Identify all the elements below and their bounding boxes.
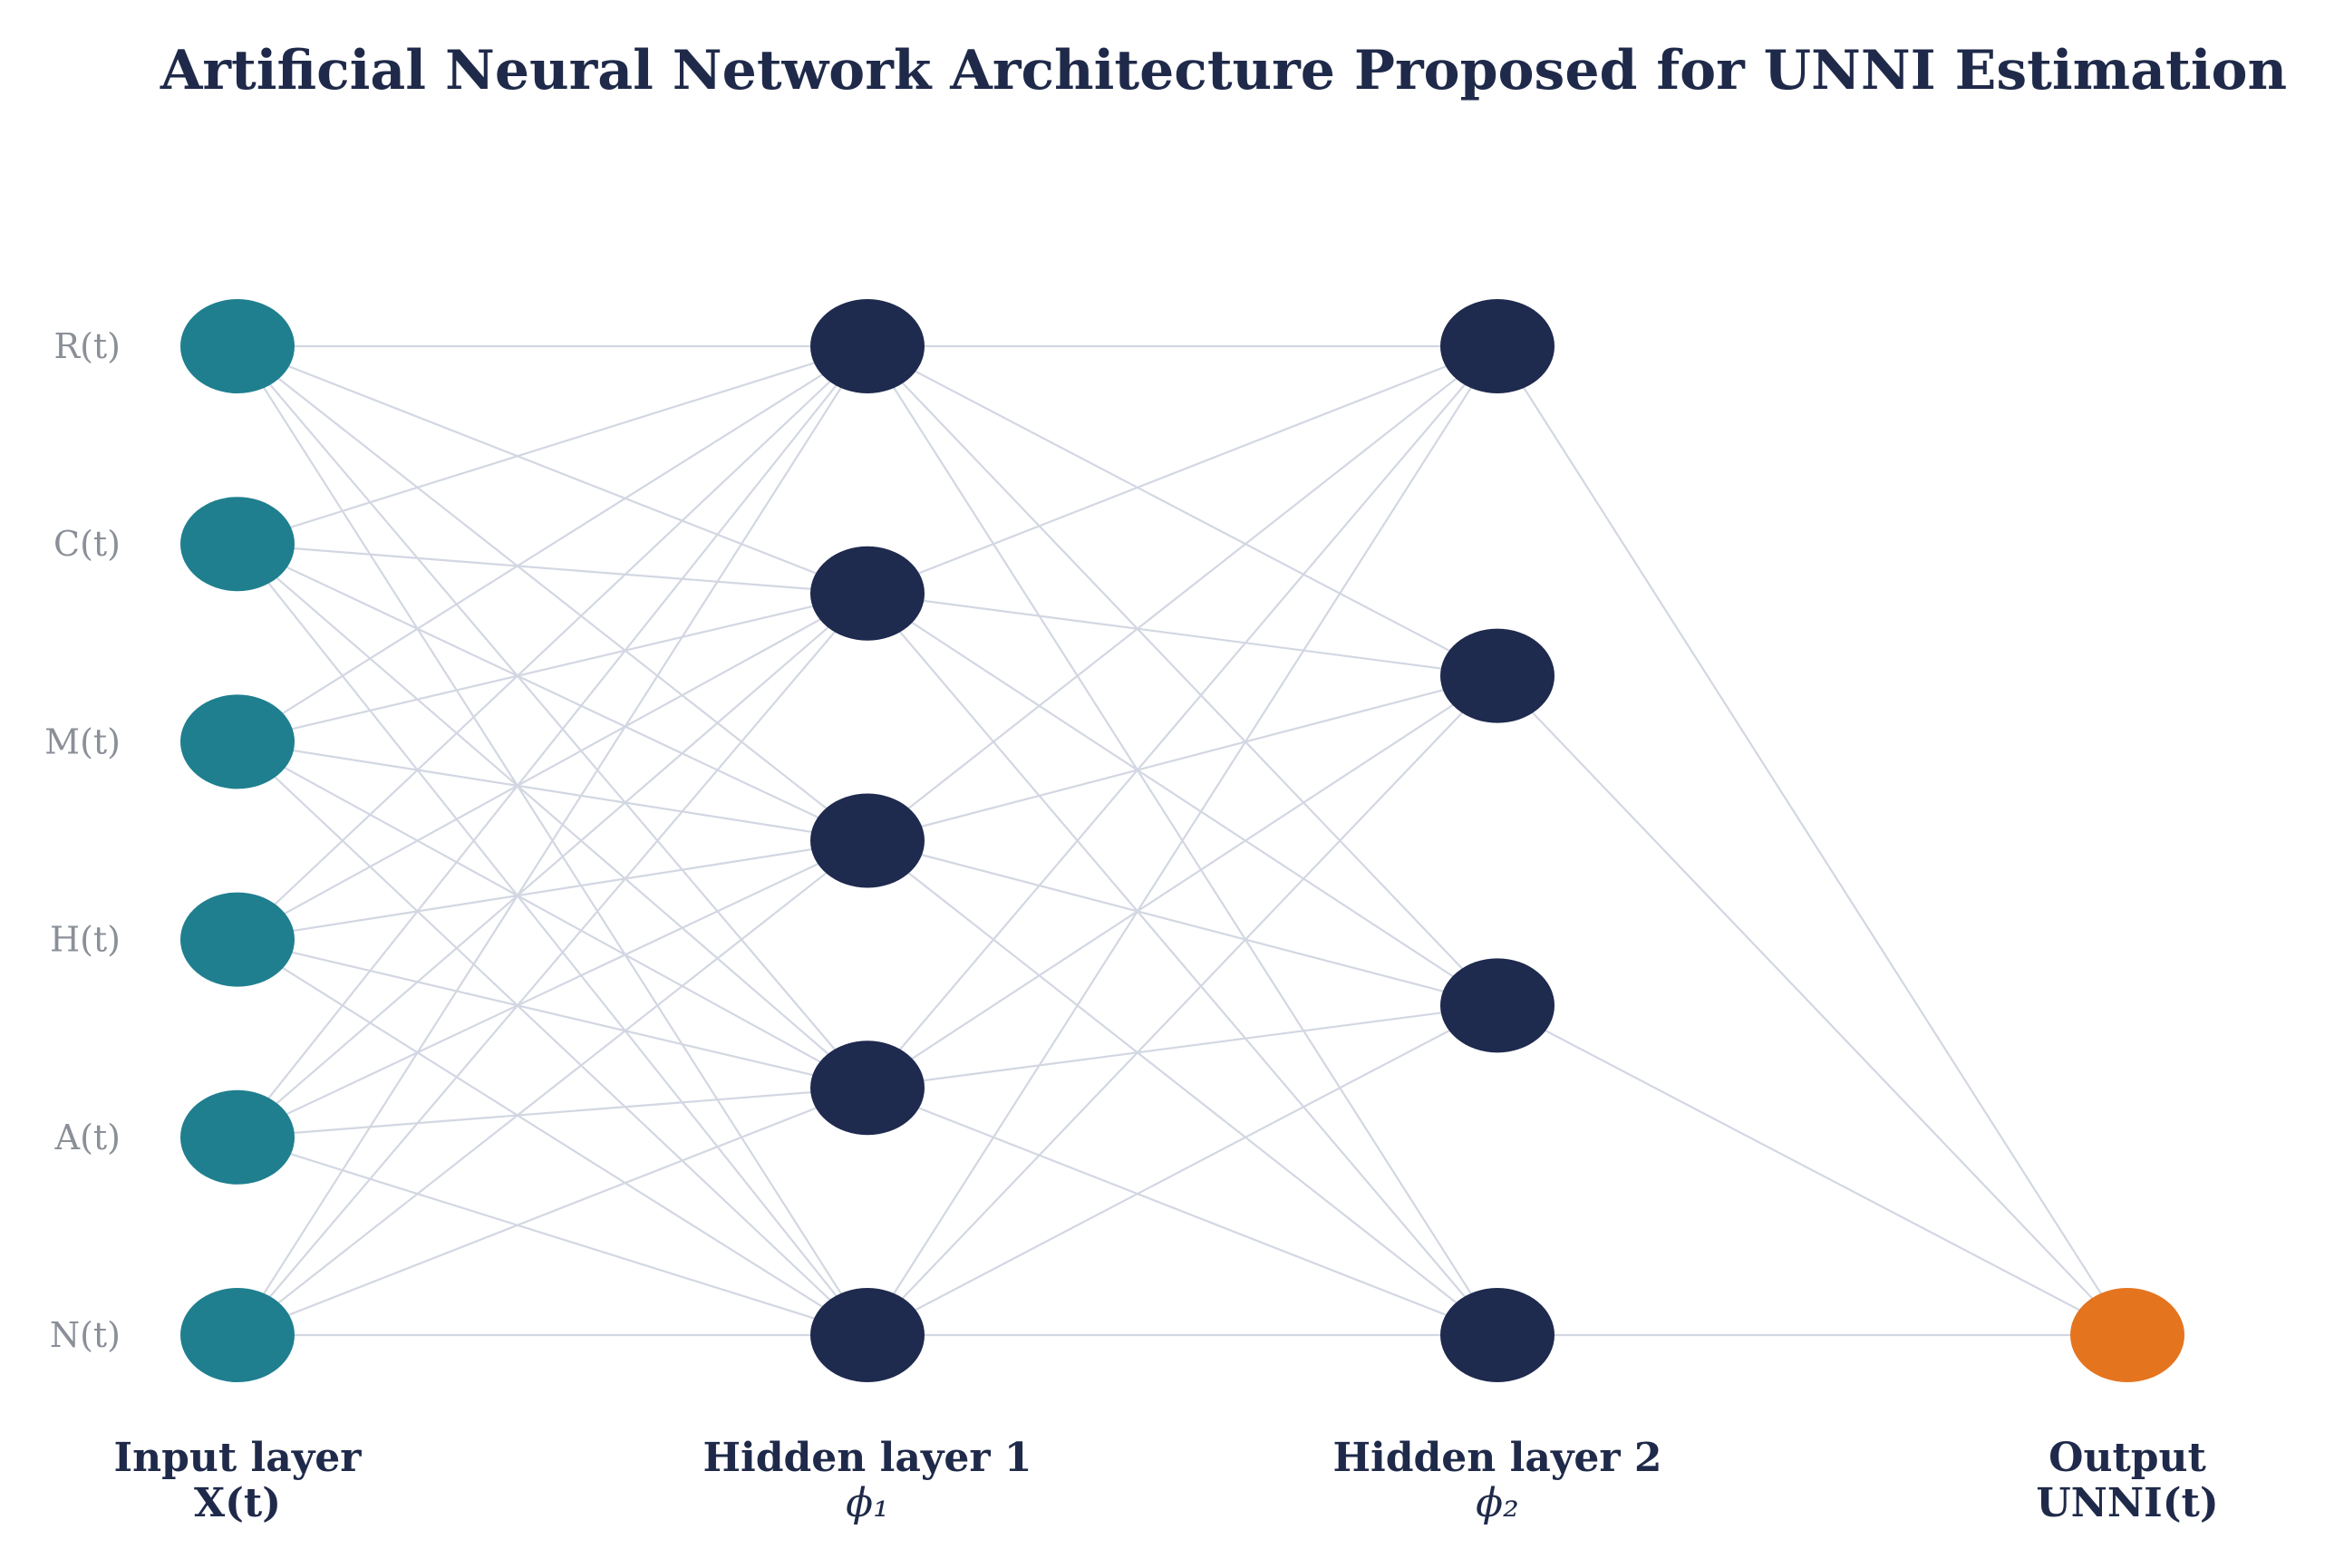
input-node-4: [180, 892, 295, 987]
nodes: [180, 299, 2184, 1382]
edge-input-5-to-hidden1-1: [236, 344, 869, 1138]
hidden2-layer-sublabel: ϕ₂: [1476, 1480, 1519, 1526]
edge-hidden1-4-to-hidden2-4: [866, 1087, 1499, 1337]
edge-hidden1-5-to-hidden2-1: [866, 344, 1499, 1337]
edge-hidden1-1-to-hidden2-2: [866, 344, 1499, 677]
edge-input-4-to-hidden1-2: [236, 592, 869, 941]
edge-input-1-to-hidden1-3: [236, 344, 869, 842]
edge-input-5-to-hidden1-3: [236, 839, 869, 1138]
input-node-5: [180, 1089, 295, 1185]
output-layer-sublabel: UNNI(t): [2036, 1480, 2218, 1526]
edge-input-4-to-hidden1-1: [236, 344, 869, 941]
edge-hidden1-2-to-hidden2-2: [866, 592, 1499, 677]
input-layer-label: Input layer: [114, 1435, 363, 1481]
edge-input-4-to-hidden1-3: [236, 839, 869, 941]
edge-input-3-to-hidden1-5: [236, 740, 869, 1337]
edge-hidden1-4-to-hidden2-1: [866, 344, 1499, 1089]
edge-input-4-to-hidden1-4: [236, 938, 869, 1089]
edge-hidden1-3-to-hidden2-4: [866, 839, 1499, 1337]
hidden2-node-4: [1440, 1288, 1555, 1382]
edge-input-6-to-hidden1-4: [236, 1087, 869, 1337]
input-node-3: [180, 694, 295, 789]
edge-input-2-to-hidden1-5: [236, 543, 869, 1337]
edge-input-2-to-hidden1-2: [236, 543, 869, 595]
hidden2-node-3: [1440, 958, 1555, 1053]
edge-input-6-to-hidden1-3: [236, 839, 869, 1337]
edge-input-1-to-hidden1-2: [236, 344, 869, 595]
input-node-1: [180, 299, 295, 393]
edge-input-5-to-hidden1-5: [236, 1136, 869, 1337]
output-node-1: [2070, 1288, 2184, 1382]
hidden1-node-4: [810, 1040, 925, 1136]
edge-input-3-to-hidden1-4: [236, 740, 869, 1089]
edge-hidden1-2-to-hidden2-3: [866, 592, 1499, 1007]
edge-input-2-to-hidden1-4: [236, 543, 869, 1089]
hidden1-node-1: [810, 299, 925, 393]
edge-input-3-to-hidden1-3: [236, 740, 869, 842]
edge-input-3-to-hidden1-2: [236, 592, 869, 743]
output-layer-label: Output: [2049, 1435, 2206, 1481]
edge-hidden2-2-to-output-1: [1496, 674, 2129, 1337]
hidden1-node-3: [810, 793, 925, 888]
edge-hidden1-5-to-hidden2-3: [866, 1004, 1499, 1337]
edge-hidden1-1-to-hidden2-3: [866, 344, 1499, 1007]
edge-hidden1-2-to-hidden2-1: [866, 344, 1499, 595]
input-node-2: [180, 497, 295, 592]
edge-input-4-to-hidden1-5: [236, 938, 869, 1337]
edge-hidden1-2-to-hidden2-4: [866, 592, 1499, 1337]
input-label-4: H(t): [50, 920, 121, 960]
input-labels: R(t) C(t) M(t) H(t) A(t) N(t): [44, 326, 121, 1355]
edge-hidden2-1-to-output-1: [1496, 344, 2129, 1337]
input-label-1: R(t): [53, 326, 121, 366]
diagram-title: Artificial Neural Network Architecture P…: [160, 39, 2287, 102]
hidden1-layer-label: Hidden layer 1: [702, 1435, 1032, 1481]
hidden1-node-2: [810, 546, 925, 641]
edge-input-2-to-hidden1-3: [236, 543, 869, 842]
hidden1-layer-sublabel: ϕ₁: [846, 1480, 889, 1526]
connections: [236, 344, 2129, 1337]
input-label-5: A(t): [54, 1118, 121, 1157]
edge-hidden2-3-to-output-1: [1496, 1004, 2129, 1337]
edge-input-5-to-hidden1-2: [236, 592, 869, 1138]
edge-input-2-to-hidden1-1: [236, 344, 869, 546]
input-label-2: C(t): [53, 524, 121, 564]
edge-hidden1-3-to-hidden2-1: [866, 344, 1499, 842]
input-node-6: [180, 1288, 295, 1382]
edge-input-5-to-hidden1-4: [236, 1087, 869, 1138]
hidden1-node-5: [810, 1288, 925, 1382]
edge-hidden1-3-to-hidden2-3: [866, 839, 1499, 1007]
edge-input-1-to-hidden1-4: [236, 344, 869, 1089]
input-label-3: M(t): [44, 721, 121, 761]
input-layer-sublabel: X(t): [194, 1480, 281, 1526]
hidden2-layer-label: Hidden layer 2: [1332, 1435, 1661, 1481]
edge-input-3-to-hidden1-1: [236, 344, 869, 743]
edge-input-6-to-hidden1-1: [236, 344, 869, 1337]
edge-hidden1-4-to-hidden2-3: [866, 1004, 1499, 1089]
edge-input-6-to-hidden1-2: [236, 592, 869, 1337]
input-label-6: N(t): [50, 1315, 121, 1355]
edge-hidden1-5-to-hidden2-2: [866, 674, 1499, 1337]
edge-hidden1-4-to-hidden2-2: [866, 674, 1499, 1089]
hidden2-node-1: [1440, 299, 1555, 393]
hidden2-node-2: [1440, 628, 1555, 723]
edge-hidden1-3-to-hidden2-2: [866, 674, 1499, 842]
